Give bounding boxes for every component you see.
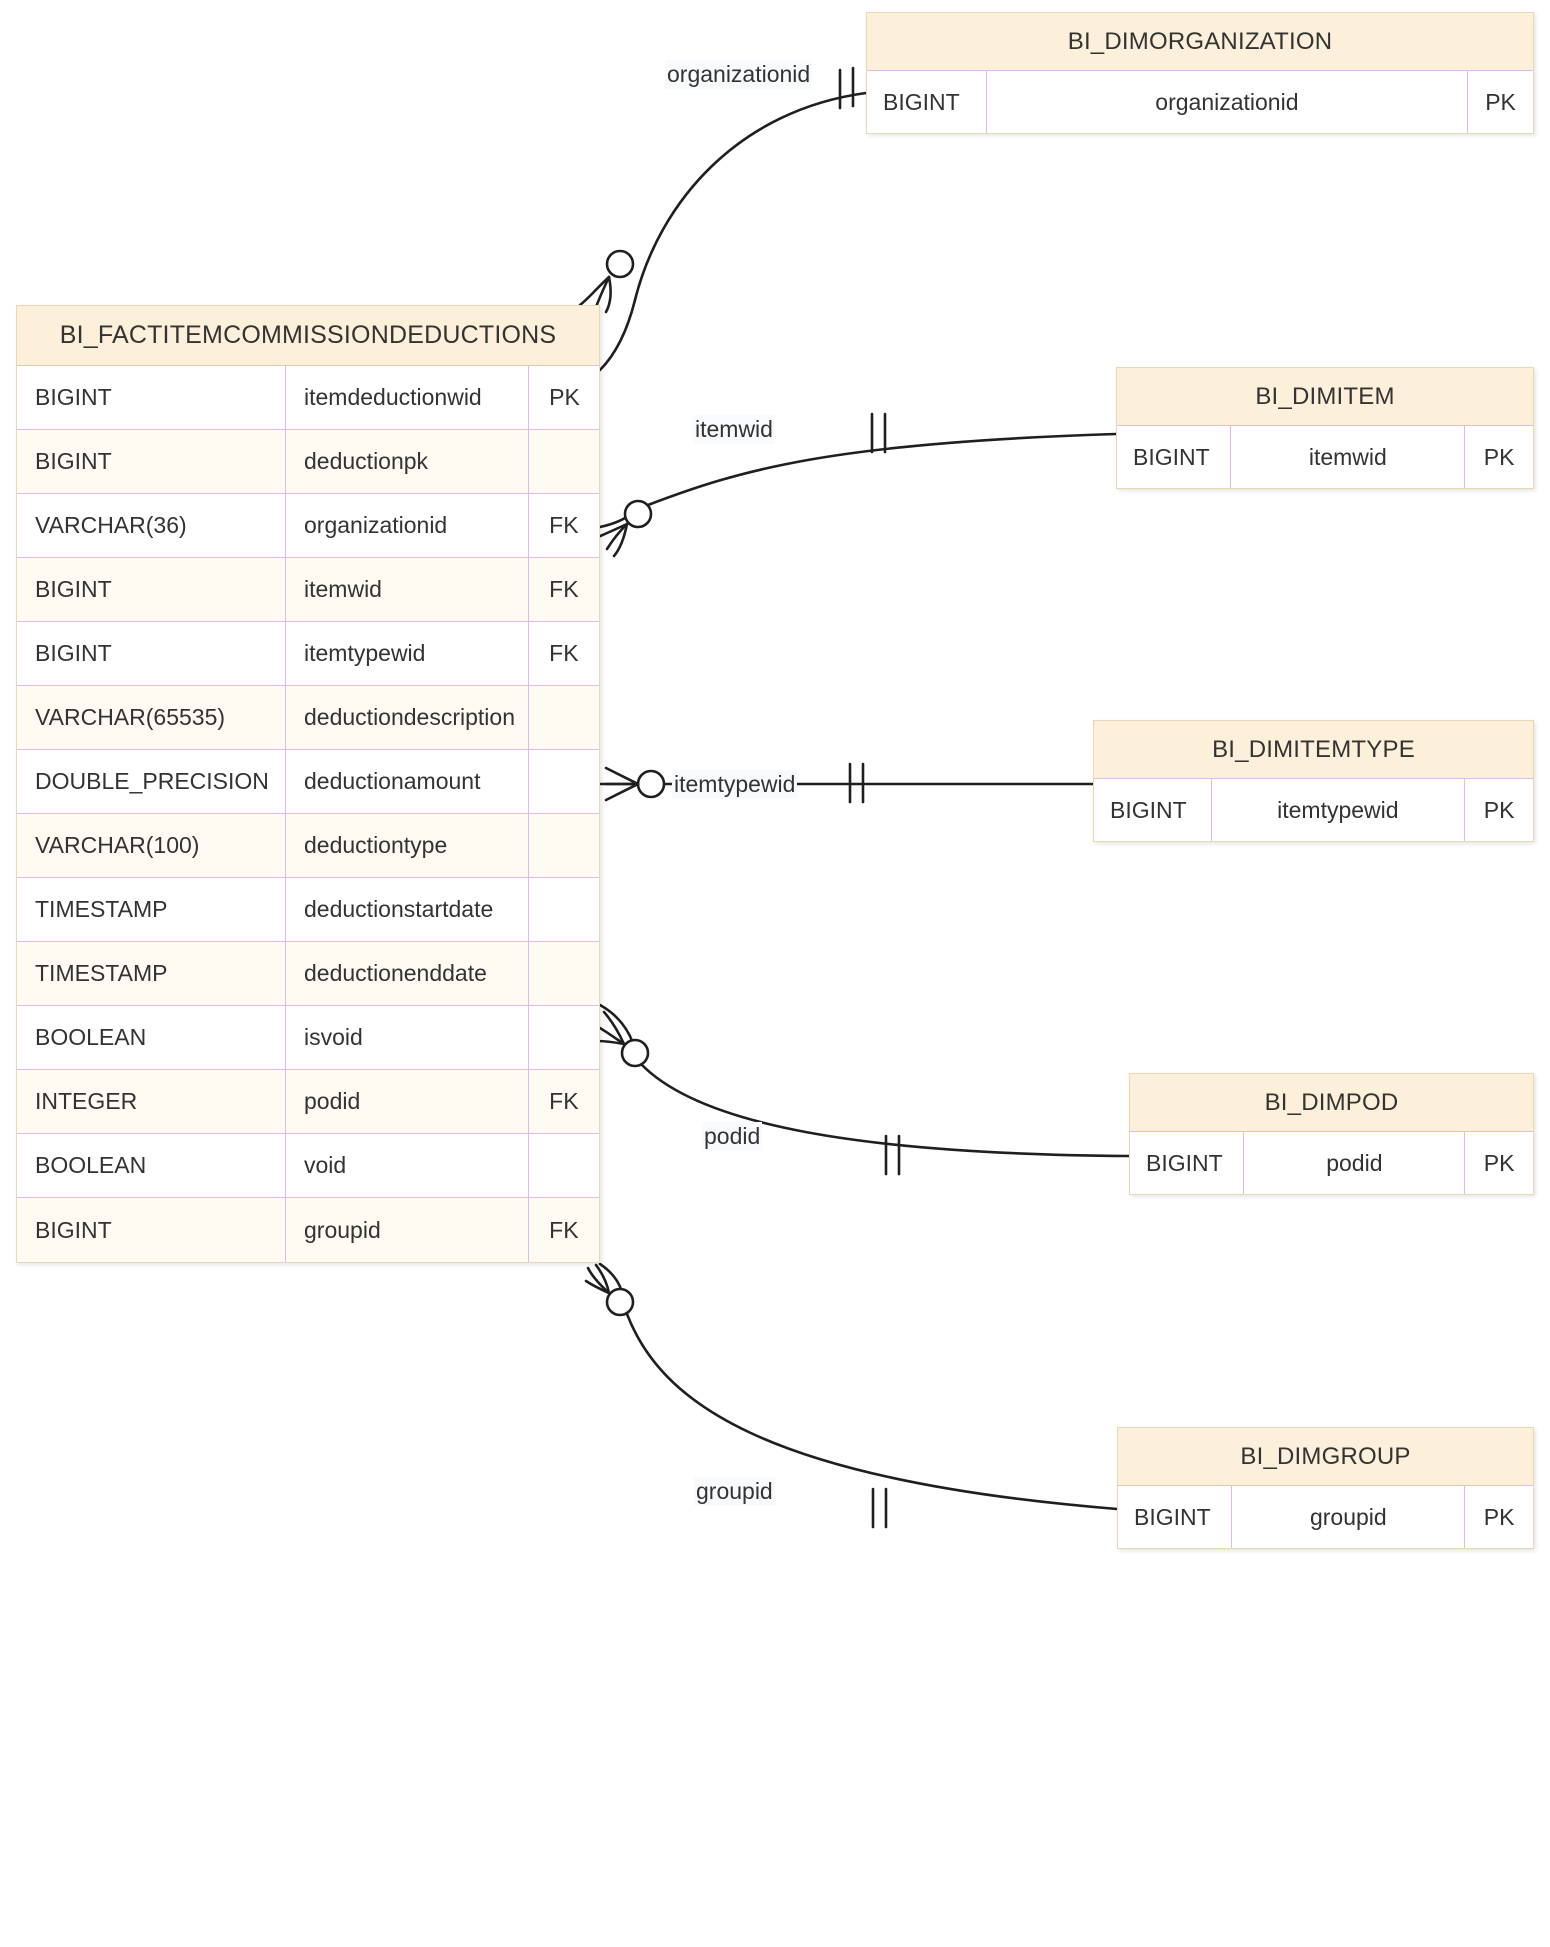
entity-bi-dimitemtype[interactable]: BI_DIMITEMTYPE BIGINT itemtypewid PK	[1093, 720, 1534, 842]
relationship-label-itemwid: itemwid	[693, 415, 775, 444]
attribute-name: deductiondescription	[286, 686, 530, 749]
table-row[interactable]: TIMESTAMP deductionenddate	[17, 942, 599, 1006]
attribute-key	[529, 1006, 599, 1069]
attribute-key: PK	[1483, 1503, 1515, 1530]
attribute-name: itemdeductionwid	[286, 366, 530, 429]
entity-bi-dimorganization[interactable]: BI_DIMORGANIZATION BIGINT organizationid…	[866, 12, 1534, 134]
attribute-type: VARCHAR(100)	[17, 814, 287, 877]
attribute-name: itemwid	[1231, 426, 1466, 488]
relationship-label-itemtypewid: itemtypewid	[672, 770, 798, 799]
attribute-type: BOOLEAN	[17, 1134, 287, 1197]
table-row[interactable]: VARCHAR(36) organizationid FK	[17, 494, 599, 558]
table-row[interactable]: BIGINT deductionpk	[17, 430, 599, 494]
relationship-edge-podid	[595, 1003, 1131, 1176]
attribute-type: BIGINT	[17, 1198, 287, 1262]
table-row[interactable]: TIMESTAMP deductionstartdate	[17, 878, 599, 942]
attribute-name: podid	[1244, 1132, 1466, 1194]
attribute-key: FK	[549, 576, 579, 602]
table-row[interactable]: BIGINT itemtypewid FK	[17, 622, 599, 686]
entity-bi-dimitem[interactable]: BI_DIMITEM BIGINT itemwid PK	[1116, 367, 1534, 489]
attribute-key	[529, 878, 599, 941]
attribute-type: DOUBLE_PRECISION	[17, 750, 287, 813]
table-row[interactable]: BIGINT itemwid PK	[1117, 426, 1533, 488]
entity-title-group: BI_DIMGROUP	[1118, 1428, 1533, 1486]
table-row[interactable]: DOUBLE_PRECISION deductionamount	[17, 750, 599, 814]
attribute-name: deductionenddate	[286, 942, 530, 1005]
attribute-name: groupid	[286, 1198, 530, 1262]
table-row[interactable]: INTEGER podid FK	[17, 1070, 599, 1134]
entity-bi-dimgroup[interactable]: BI_DIMGROUP BIGINT groupid PK	[1117, 1427, 1534, 1549]
entity-title-organization: BI_DIMORGANIZATION	[867, 13, 1533, 71]
attribute-name: isvoid	[286, 1006, 530, 1069]
attribute-type: BOOLEAN	[17, 1006, 287, 1069]
attribute-name: itemtypewid	[286, 622, 530, 685]
attribute-key	[529, 1134, 599, 1197]
attribute-type: BIGINT	[1117, 426, 1232, 488]
relationship-edge-organizationid	[578, 66, 868, 372]
attribute-type: VARCHAR(65535)	[17, 686, 287, 749]
attribute-key	[529, 942, 599, 1005]
attribute-key: PK	[549, 384, 580, 410]
attribute-name: itemtypewid	[1212, 779, 1466, 841]
attribute-key: PK	[1483, 1149, 1515, 1176]
attribute-type: BIGINT	[17, 622, 287, 685]
relationship-label-podid: podid	[702, 1122, 763, 1151]
attribute-key: PK	[1483, 443, 1515, 470]
attribute-type: INTEGER	[17, 1070, 287, 1133]
relationship-edge-itemwid	[596, 412, 1118, 558]
attribute-key: FK	[549, 1088, 579, 1114]
entity-bi-dimpod[interactable]: BI_DIMPOD BIGINT podid PK	[1129, 1073, 1534, 1195]
attribute-key: FK	[549, 512, 579, 538]
attribute-key: PK	[1485, 88, 1516, 115]
relationship-label-groupid: groupid	[694, 1477, 775, 1506]
attribute-key	[529, 750, 599, 813]
attribute-type: TIMESTAMP	[17, 942, 287, 1005]
attribute-type: TIMESTAMP	[17, 878, 287, 941]
attribute-name: deductiontype	[286, 814, 530, 877]
attribute-key	[529, 686, 599, 749]
table-row[interactable]: VARCHAR(100) deductiontype	[17, 814, 599, 878]
attribute-type: BIGINT	[1118, 1486, 1233, 1548]
table-row[interactable]: BOOLEAN void	[17, 1134, 599, 1198]
relationship-edge-groupid	[584, 1262, 1119, 1529]
table-row[interactable]: BIGINT organizationid PK	[867, 71, 1533, 133]
table-row[interactable]: BIGINT podid PK	[1130, 1132, 1533, 1194]
attribute-type: BIGINT	[867, 71, 987, 133]
attribute-name: deductionstartdate	[286, 878, 530, 941]
entity-title-fact: BI_FACTITEMCOMMISSIONDEDUCTIONS	[17, 306, 599, 366]
entity-title-pod: BI_DIMPOD	[1130, 1074, 1533, 1132]
table-row[interactable]: BIGINT itemwid FK	[17, 558, 599, 622]
table-row[interactable]: BIGINT groupid FK	[17, 1198, 599, 1262]
attribute-key: PK	[1483, 796, 1515, 823]
table-row[interactable]: BIGINT itemtypewid PK	[1094, 779, 1533, 841]
attribute-name: organizationid	[987, 71, 1469, 133]
attribute-name: deductionamount	[286, 750, 530, 813]
entity-bi-factitemcommissiondeductions[interactable]: BI_FACTITEMCOMMISSIONDEDUCTIONS BIGINT i…	[16, 305, 600, 1263]
attribute-type: BIGINT	[1094, 779, 1212, 841]
attribute-name: itemwid	[286, 558, 530, 621]
entity-title-item: BI_DIMITEM	[1117, 368, 1533, 426]
table-row[interactable]: VARCHAR(65535) deductiondescription	[17, 686, 599, 750]
attribute-type: BIGINT	[17, 558, 287, 621]
attribute-type: BIGINT	[1130, 1132, 1245, 1194]
attribute-key	[529, 814, 599, 877]
attribute-type: BIGINT	[17, 366, 287, 429]
attribute-key: FK	[549, 640, 579, 666]
attribute-name: void	[286, 1134, 530, 1197]
attribute-name: groupid	[1232, 1486, 1466, 1548]
attribute-name: deductionpk	[286, 430, 530, 493]
attribute-name: organizationid	[286, 494, 530, 557]
attribute-name: podid	[286, 1070, 530, 1133]
attribute-key	[529, 430, 599, 493]
table-row[interactable]: BIGINT itemdeductionwid PK	[17, 366, 599, 430]
attribute-type: VARCHAR(36)	[17, 494, 287, 557]
relationship-label-organizationid: organizationid	[665, 60, 813, 89]
attribute-type: BIGINT	[17, 430, 287, 493]
table-row[interactable]: BOOLEAN isvoid	[17, 1006, 599, 1070]
entity-title-itemtype: BI_DIMITEMTYPE	[1094, 721, 1533, 779]
table-row[interactable]: BIGINT groupid PK	[1118, 1486, 1533, 1548]
attribute-key: FK	[549, 1216, 579, 1243]
